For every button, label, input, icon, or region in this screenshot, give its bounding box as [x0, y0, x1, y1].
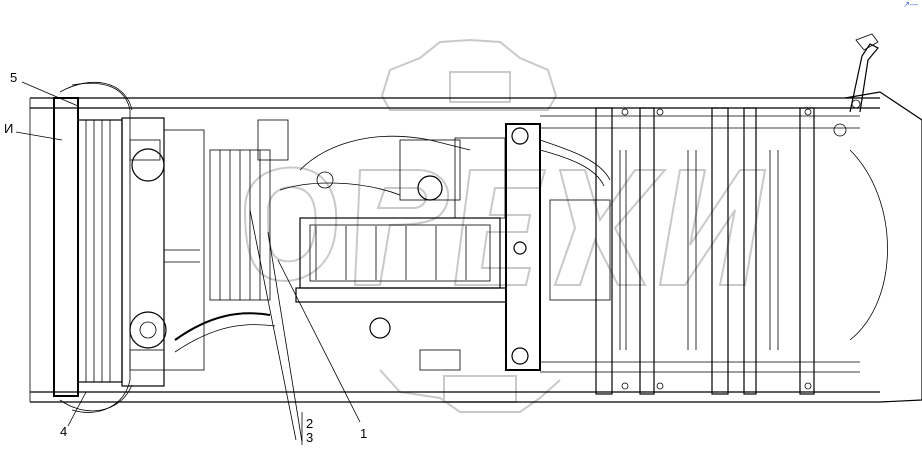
- callout-5: 5: [10, 70, 17, 85]
- leader-i: [15, 131, 63, 141]
- leader-4: [67, 391, 87, 427]
- callout-4: 4: [60, 424, 67, 439]
- callout-2: 2: [306, 416, 313, 431]
- exhaust-pipe: [833, 33, 879, 137]
- callout-labels: 5 И 4 2 3 1: [4, 70, 367, 445]
- leader-2: [249, 209, 297, 441]
- radiator-assembly: [53, 82, 205, 413]
- corner-mark: ↗—: [903, 0, 918, 9]
- fan-belt-area: [174, 119, 289, 353]
- callout-3: 3: [306, 430, 313, 445]
- callout-i: И: [4, 121, 13, 136]
- watermark-gear: [379, 38, 561, 413]
- cross-members: [595, 107, 815, 395]
- leader-3: [267, 231, 303, 443]
- callout-leaders: [15, 81, 361, 445]
- leader-5: [21, 81, 79, 107]
- callout-1: 1: [360, 426, 367, 441]
- detail-circle: [59, 81, 133, 412]
- transmission-housing: [505, 123, 611, 371]
- chassis-frame: [29, 91, 922, 403]
- leader-1: [277, 259, 361, 423]
